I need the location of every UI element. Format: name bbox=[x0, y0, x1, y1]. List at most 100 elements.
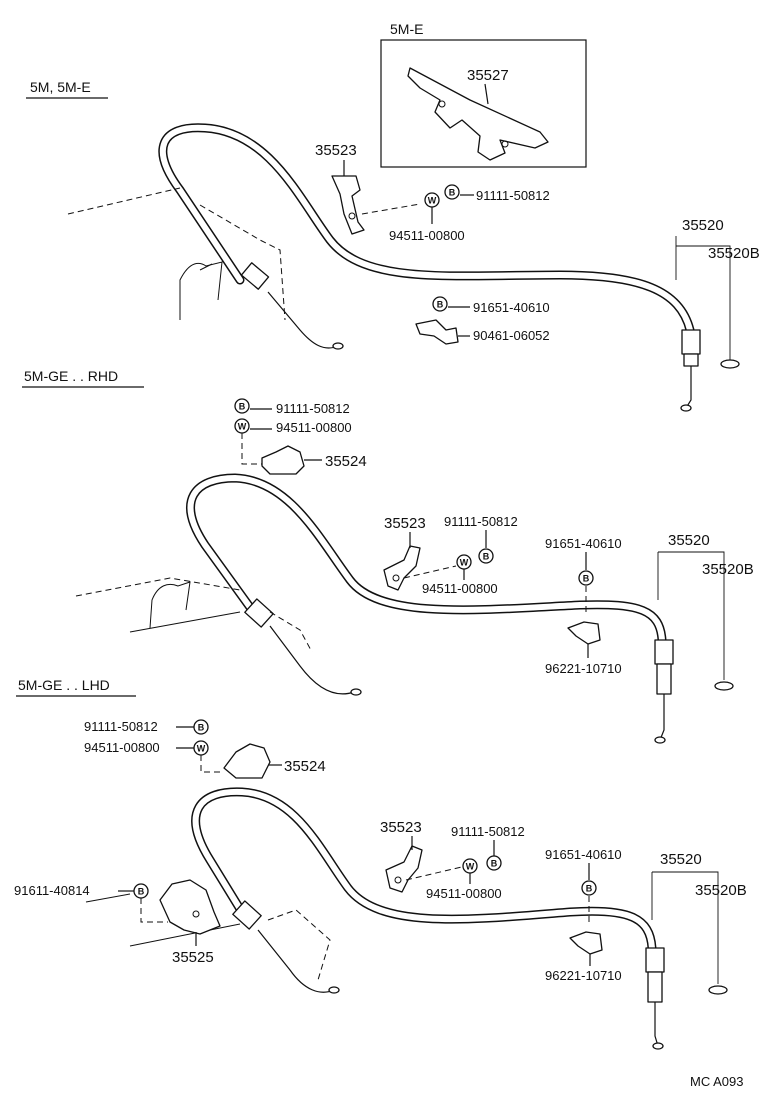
leader-35527 bbox=[484, 83, 489, 105]
cable-adjuster bbox=[683, 353, 699, 367]
ref-dash bbox=[269, 611, 313, 653]
label-94511-00800: 94511-00800 bbox=[389, 228, 465, 243]
label-94511-00800: 94511-00800 bbox=[426, 886, 502, 901]
label-94511-00800: 94511-00800 bbox=[422, 581, 498, 596]
bolt-symbol: B bbox=[437, 300, 444, 310]
ref-dash bbox=[405, 865, 467, 881]
bracket-hole bbox=[438, 100, 446, 108]
bolt-icon bbox=[581, 880, 597, 896]
cable-pedal-fitting bbox=[232, 900, 262, 930]
pedal-sketch bbox=[149, 581, 191, 629]
ref-dash bbox=[267, 909, 331, 981]
bolt-icon bbox=[444, 184, 460, 200]
label-96221-10710: 96221-10710 bbox=[545, 661, 622, 676]
cable-end-nipple bbox=[652, 1042, 664, 1050]
throttle-cable-core bbox=[192, 788, 655, 951]
bolt-icon bbox=[578, 570, 594, 586]
label-35520: 35520 bbox=[668, 532, 710, 549]
bolt-icon bbox=[486, 855, 502, 871]
bracket-35527-shape bbox=[407, 67, 549, 161]
bracket-35524-shape bbox=[223, 743, 271, 779]
ref-dash bbox=[67, 187, 181, 215]
washer-symbol: W bbox=[197, 744, 206, 754]
bolt-symbol: B bbox=[138, 887, 145, 897]
clamp-hole bbox=[392, 574, 400, 582]
label-35520b: 35520B bbox=[702, 561, 754, 578]
cable-inner-wire bbox=[257, 929, 335, 993]
pedal-sketch bbox=[179, 261, 223, 320]
washer-symbol: W bbox=[428, 196, 437, 206]
ref-dash bbox=[199, 204, 286, 321]
label-91111-50812: 91111-50812 bbox=[476, 188, 550, 203]
clamp-35523-shape bbox=[331, 175, 365, 235]
label-35520b: 35520B bbox=[695, 882, 747, 899]
ref-dash bbox=[75, 577, 241, 597]
label-35520b: 35520B bbox=[708, 245, 760, 262]
clamp-35523-shape bbox=[383, 545, 421, 591]
pedal-sketch bbox=[199, 263, 213, 271]
section-5m-5me: 5M, 5M-E 5M-E 35527 35523 bbox=[26, 21, 760, 412]
label-35523: 35523 bbox=[315, 142, 357, 159]
inset-title-5me: 5M-E bbox=[390, 21, 423, 37]
label-35525: 35525 bbox=[172, 949, 214, 966]
throttle-cable-core bbox=[187, 475, 665, 643]
label-91111-50812: 91111-50812 bbox=[84, 719, 158, 734]
grommet-35520b-shape bbox=[708, 985, 728, 995]
section-5mge-rhd: 5M-GE . . RHD B 91111-50812 W 94511-0080… bbox=[22, 368, 754, 744]
clamp-hole bbox=[348, 212, 356, 220]
cable-end-nipple bbox=[328, 986, 340, 994]
bracket-hole bbox=[501, 140, 509, 148]
cable-inner-wire-throttle bbox=[659, 694, 665, 741]
bolt-icon bbox=[478, 548, 494, 564]
label-35524: 35524 bbox=[325, 453, 367, 470]
label-35520: 35520 bbox=[682, 217, 724, 234]
floor-line bbox=[129, 923, 241, 947]
throttle-cable-shape bbox=[191, 787, 657, 953]
bolt-symbol: B bbox=[449, 188, 456, 198]
label-91111-50812: 91111-50812 bbox=[276, 401, 350, 416]
bolt-symbol: B bbox=[198, 723, 205, 733]
clamp-hole bbox=[394, 876, 402, 884]
clamp-35523-shape bbox=[385, 845, 423, 893]
section-title-5mge-lhd: 5M-GE . . LHD bbox=[18, 677, 110, 693]
label-35527: 35527 bbox=[467, 67, 509, 84]
grommet-35520b-shape bbox=[714, 681, 734, 691]
ref-dash bbox=[361, 203, 421, 215]
label-91651-40610: 91651-40610 bbox=[545, 847, 622, 862]
dimension-bracket bbox=[651, 871, 719, 984]
label-35523: 35523 bbox=[384, 515, 426, 532]
throttle-cable-core bbox=[159, 124, 693, 333]
label-35520: 35520 bbox=[660, 851, 702, 868]
section-title-5mge-rhd: 5M-GE . . RHD bbox=[24, 368, 118, 384]
dimension-bracket bbox=[675, 236, 731, 360]
cable-pedal-fitting bbox=[244, 598, 274, 628]
ref-dash bbox=[403, 565, 457, 579]
bracket-hole bbox=[192, 910, 200, 918]
label-90461-06052: 90461-06052 bbox=[473, 328, 550, 343]
cable-throttle-fitting bbox=[654, 639, 674, 665]
cable-throttle-fitting bbox=[681, 329, 701, 355]
floor-line bbox=[129, 611, 241, 633]
clip-96221-shape bbox=[569, 931, 603, 955]
bolt-icon bbox=[432, 296, 448, 312]
cable-end-nipple bbox=[350, 688, 362, 696]
dimension-bracket bbox=[657, 551, 725, 680]
ref-dash bbox=[200, 755, 222, 773]
ref-dash bbox=[241, 433, 262, 465]
cable-inner-wire bbox=[269, 625, 355, 695]
cable-end-nipple bbox=[654, 736, 666, 744]
label-91651-40610: 91651-40610 bbox=[473, 300, 550, 315]
label-35524: 35524 bbox=[284, 758, 326, 775]
washer-symbol: W bbox=[238, 422, 247, 432]
label-94511-00800: 94511-00800 bbox=[84, 740, 160, 755]
cable-end-nipple bbox=[332, 342, 344, 350]
cable-adjuster bbox=[656, 663, 672, 695]
cable-throttle-fitting bbox=[645, 947, 665, 973]
label-35523: 35523 bbox=[380, 819, 422, 836]
ref-line bbox=[85, 893, 131, 903]
footer-code: MC A093 bbox=[690, 1074, 743, 1089]
bolt-icon bbox=[234, 398, 250, 414]
inset-box-5me bbox=[380, 39, 587, 168]
ref-dash bbox=[140, 898, 168, 923]
